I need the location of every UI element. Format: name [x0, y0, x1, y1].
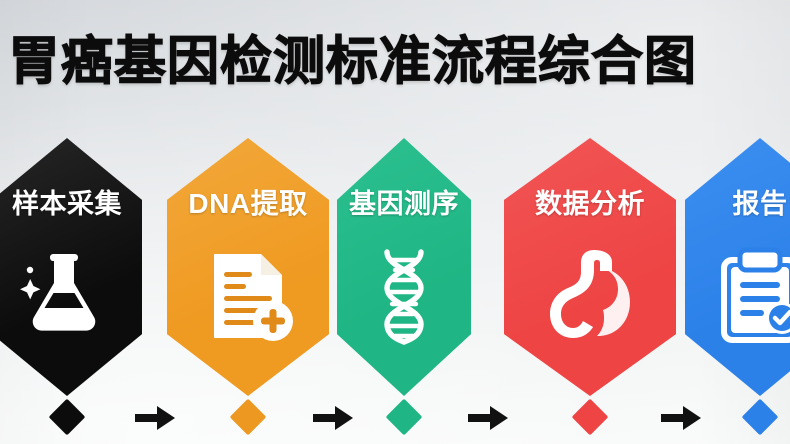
flow-step-content: 基因测序: [337, 138, 471, 396]
flow-step-content: 样本采集: [0, 138, 142, 396]
flow-step-1[interactable]: 样本采集: [0, 138, 142, 396]
flow-step-4[interactable]: 数据分析: [504, 138, 676, 396]
flow-step-label: 数据分析: [535, 189, 645, 219]
stomach-icon: [550, 250, 630, 338]
flow-step-label: 基因测序: [349, 189, 459, 219]
flow-arrow-1: [134, 404, 175, 432]
flow-step-content: 报告: [685, 138, 790, 396]
flow-step-label: 报告: [732, 189, 788, 219]
dna-helix-icon: [354, 246, 454, 346]
dna-helix-icon: [384, 249, 424, 345]
arrow-right-icon: [134, 406, 175, 430]
document-plus-icon: [198, 246, 298, 346]
flask-icon: [20, 254, 96, 331]
flow-step-3[interactable]: 基因测序: [337, 138, 471, 396]
flow-step-5[interactable]: 报告: [685, 138, 790, 396]
arrow-right-icon: [313, 406, 353, 430]
flow-step-diamond: [385, 398, 423, 436]
arrow-right-icon: [660, 406, 701, 430]
clipboard-check-icon: [710, 246, 790, 346]
flow-step-content: 数据分析: [504, 138, 676, 396]
flask-icon: [17, 246, 117, 346]
page-title: 胃癌基因检测标准流程综合图: [7, 32, 698, 91]
flow-step-content: DNA提取: [167, 138, 329, 396]
stomach-icon: [540, 246, 640, 346]
flow-arrow-2: [313, 404, 353, 432]
flow-arrow-4: [660, 404, 701, 432]
flow-step-diamond: [741, 398, 779, 436]
document-plus-icon: [214, 254, 293, 341]
process-flow-diagram: 样本采集 DNA提取: [0, 138, 790, 436]
flow-step-diamond: [48, 398, 86, 436]
flow-step-label: DNA提取: [188, 188, 308, 219]
flow-step-label: 样本采集: [12, 189, 122, 219]
arrow-right-icon: [467, 406, 508, 430]
clipboard-check-icon: [721, 247, 790, 343]
flow-arrow-3: [467, 404, 508, 432]
flow-step-diamond: [229, 398, 267, 436]
flow-step-diamond: [571, 398, 609, 436]
flow-step-2[interactable]: DNA提取: [167, 138, 329, 396]
